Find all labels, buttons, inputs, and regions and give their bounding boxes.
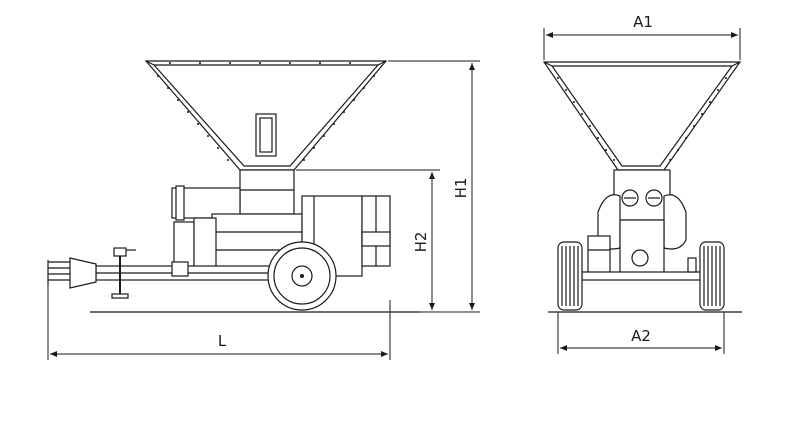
side-support-stand bbox=[111, 247, 136, 299]
side-chassis bbox=[95, 261, 297, 281]
side-hopper bbox=[144, 60, 388, 171]
side-towbar bbox=[47, 257, 97, 289]
side-hopper-throat bbox=[239, 169, 295, 215]
front-hopper-rivets bbox=[557, 77, 727, 161]
front-hopper bbox=[542, 61, 742, 171]
dimension-h1-label: H1 bbox=[452, 178, 470, 199]
dimension-h1: H1 bbox=[388, 60, 480, 313]
front-gearbox bbox=[597, 169, 687, 277]
dimension-a1: A1 bbox=[543, 13, 741, 60]
dimension-a1-label: A1 bbox=[633, 13, 653, 31]
side-hopper-rivets bbox=[157, 62, 375, 161]
front-wheel-right bbox=[699, 241, 725, 311]
dimension-l: L bbox=[47, 286, 391, 360]
side-wheel bbox=[267, 241, 337, 311]
dimension-l-label: L bbox=[218, 332, 227, 350]
dimension-a2: A2 bbox=[557, 312, 725, 354]
front-view bbox=[542, 61, 742, 313]
dimension-a2-label: A2 bbox=[631, 327, 651, 345]
dimension-h2-label: H2 bbox=[412, 232, 430, 253]
dimension-h2: H2 bbox=[296, 169, 440, 310]
front-wheel-left bbox=[557, 241, 583, 311]
side-view bbox=[47, 60, 420, 313]
hopper-inspection-window bbox=[255, 113, 277, 157]
